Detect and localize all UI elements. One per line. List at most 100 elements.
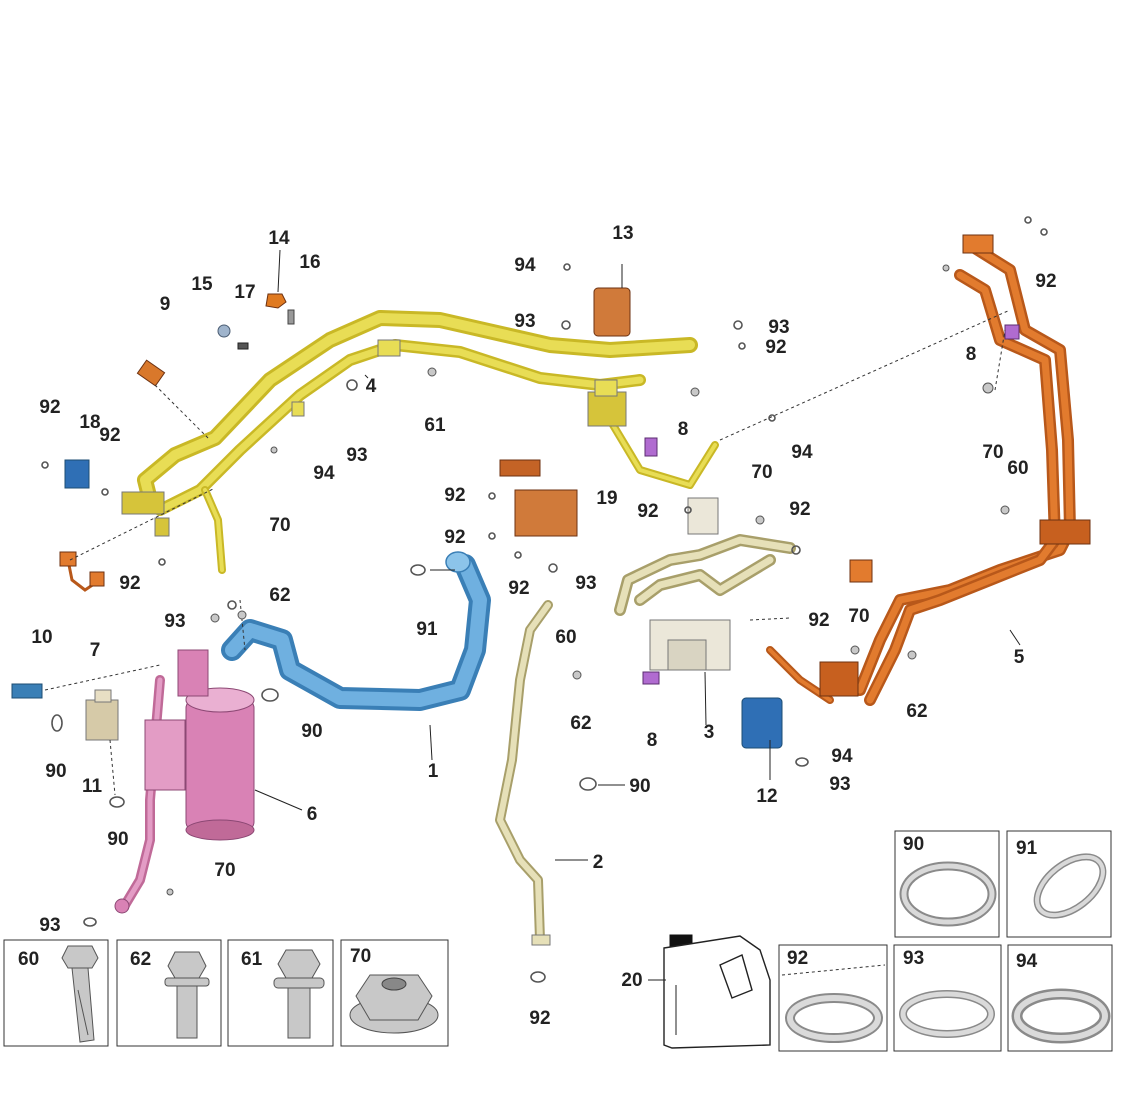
callout-93f: 93	[829, 774, 850, 795]
callout-93a: 93	[164, 611, 185, 632]
callout-94d: 94	[831, 746, 853, 767]
callout-70e: 70	[214, 860, 235, 881]
callout-92k: 92	[1035, 271, 1056, 292]
detail-box-90: 90	[894, 830, 1000, 938]
callout-92j: 92	[765, 337, 786, 358]
orange-pipe-assembly[interactable]	[766, 234, 1091, 706]
valve-body[interactable]	[85, 689, 119, 741]
temperature-sensor[interactable]	[136, 359, 166, 387]
nut-14[interactable]	[265, 293, 287, 309]
detail-label-61: 61	[241, 949, 263, 970]
callout-70b: 70	[751, 462, 772, 483]
pressure-sensor-harness[interactable]	[59, 551, 105, 592]
callout-92f: 92	[508, 578, 529, 599]
small-hardware	[41, 216, 1048, 983]
expansion-valve-block[interactable]	[614, 497, 796, 671]
callout-1: 1	[428, 761, 439, 782]
callout-92c: 92	[119, 573, 140, 594]
callout-90c: 90	[107, 829, 128, 850]
callout-11: 11	[82, 776, 103, 797]
callout-8b: 8	[647, 730, 658, 751]
detail-box-94: 94	[1007, 944, 1113, 1052]
detail-label-60: 60	[18, 949, 39, 970]
service-valve-1[interactable]	[644, 437, 658, 457]
callout-62b: 62	[570, 713, 591, 734]
yellow-pipe-assembly[interactable]	[121, 310, 719, 574]
detail-box-70: 70	[340, 939, 449, 1047]
callout-7: 7	[90, 640, 101, 661]
callout-4: 4	[366, 376, 377, 397]
detail-label-91: 91	[1016, 838, 1038, 859]
screw-16[interactable]	[287, 309, 295, 325]
callout-90a: 90	[301, 721, 322, 742]
detail-label-94: 94	[1016, 951, 1038, 972]
callout-9: 9	[160, 294, 171, 315]
detail-label-70: 70	[350, 946, 371, 967]
callout-2: 2	[593, 852, 604, 873]
service-valve-2[interactable]	[642, 671, 660, 685]
callout-90d: 90	[629, 776, 650, 797]
callout-94a: 94	[514, 255, 536, 276]
blue-fitting[interactable]	[11, 683, 43, 699]
callout-5: 5	[1014, 647, 1025, 668]
callout-92d: 92	[444, 485, 465, 506]
detail-label-93: 93	[903, 948, 924, 969]
cap-15[interactable]	[217, 324, 231, 338]
detail-label-90: 90	[903, 834, 924, 855]
detail-box-60: 60	[3, 939, 109, 1047]
detail-box-62: 62	[116, 939, 222, 1047]
callout-14: 14	[268, 228, 290, 249]
callout-19: 19	[596, 488, 617, 509]
orange-solenoid[interactable]	[593, 287, 631, 337]
callout-6: 6	[307, 804, 318, 825]
callout-8a: 8	[678, 419, 689, 440]
callout-62a: 62	[269, 585, 290, 606]
refrigerant-oil-container[interactable]	[663, 934, 771, 1049]
part-17[interactable]	[237, 342, 249, 350]
callout-17: 17	[234, 282, 255, 303]
callout-3: 3	[704, 722, 715, 743]
receiver-drier[interactable]	[114, 649, 255, 914]
callout-13: 13	[612, 223, 633, 244]
callout-15: 15	[191, 274, 213, 295]
callout-92b: 92	[99, 425, 120, 446]
callout-93c: 93	[514, 311, 535, 332]
callout-16: 16	[299, 252, 320, 273]
detail-label-62: 62	[130, 949, 151, 970]
callout-70c: 70	[982, 442, 1003, 463]
leader-lines	[44, 249, 1021, 861]
callout-60b: 60	[555, 627, 576, 648]
blue-connector[interactable]	[64, 459, 90, 489]
detail-box-91: 91	[1006, 830, 1112, 938]
callout-93g: 93	[39, 915, 60, 936]
detail-box-61: 61	[227, 939, 334, 1047]
detail-box-92: 92	[778, 944, 888, 1052]
cream-pipe[interactable]	[495, 600, 553, 946]
callout-92e: 92	[444, 527, 465, 548]
callout-92g: 92	[637, 501, 658, 522]
blue-solenoid[interactable]	[741, 697, 783, 749]
callout-94c: 94	[791, 442, 813, 463]
callout-70a: 70	[269, 515, 290, 536]
callout-90b: 90	[45, 761, 66, 782]
callout-94b: 94	[313, 463, 335, 484]
service-valve-3[interactable]	[1004, 324, 1020, 340]
blue-suction-hose[interactable]	[221, 551, 491, 711]
orange-control-valve[interactable]	[499, 459, 578, 537]
detail-box-93: 93	[893, 944, 1002, 1052]
callout-12: 12	[756, 786, 777, 807]
detail-label-92: 92	[787, 948, 808, 969]
callout-62c: 62	[906, 701, 927, 722]
callout-60a: 60	[1007, 458, 1028, 479]
callout-92h: 92	[789, 499, 810, 520]
callout-91: 91	[416, 619, 438, 640]
callout-20: 20	[621, 970, 642, 991]
callout-8c: 8	[966, 344, 977, 365]
callout-93b: 93	[346, 445, 367, 466]
callout-70d: 70	[848, 606, 869, 627]
callout-93d: 93	[768, 317, 789, 338]
callout-61: 61	[424, 415, 446, 436]
callout-10: 10	[31, 627, 52, 648]
callout-18: 18	[79, 412, 100, 433]
